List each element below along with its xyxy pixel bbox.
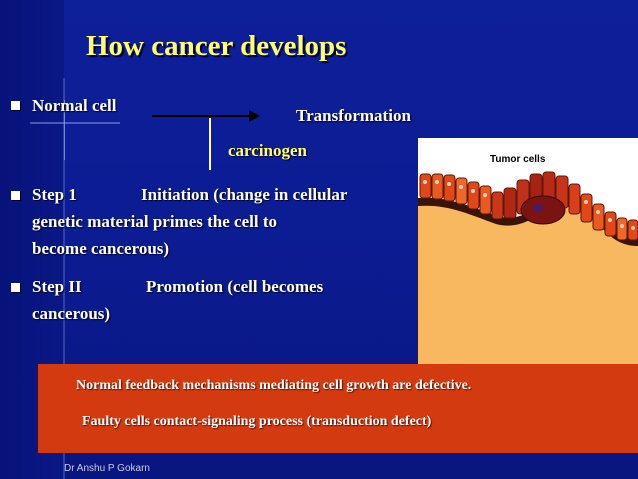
vertical-accent-decoration (64, 100, 65, 160)
tissue-region (418, 197, 638, 364)
carcinogen-text: carcinogen (228, 141, 308, 160)
callout-line2: Faulty cells contact-signaling process (… (82, 414, 432, 429)
step2-text-line2: cancerous) (32, 304, 111, 323)
tumor-nucleus (533, 204, 543, 212)
callout-line1: Normal feedback mechanisms mediating cel… (76, 378, 472, 393)
vertical-connector-line (209, 118, 211, 170)
step1-text-line1: Initiation (change in cellular (141, 185, 348, 204)
transformation-text: Transformation (296, 106, 411, 125)
bullet-square-icon (11, 283, 20, 292)
bullet-square-icon (11, 101, 20, 110)
vertical-rule-decoration (63, 78, 65, 479)
tumor-tissue-drawing: Tumor cells (418, 154, 638, 364)
step1-text-line2: genetic material primes the cell to (32, 212, 277, 231)
slide-title: How cancer develops (86, 30, 347, 62)
bullet-square-icon (11, 191, 20, 200)
tumor-mass (520, 195, 566, 225)
step2-label: Step II (32, 277, 82, 296)
normal-cell-text: Normal cell (32, 96, 117, 115)
callout-box (38, 364, 638, 453)
tumor-cells-label: Tumor cells (490, 154, 546, 165)
step1-text-line3: become cancerous) (32, 239, 170, 258)
right-arrow-icon (152, 110, 260, 122)
step2-text-line1: Promotion (cell becomes (146, 277, 324, 296)
cell-nuclei (423, 180, 635, 230)
step1-label: Step 1 (32, 185, 77, 204)
tumor-cells-illustration: Tumor cells (418, 138, 638, 364)
footer-author: Dr Anshu P Gokarn (64, 463, 150, 474)
horizontal-rule-decoration (30, 122, 120, 124)
